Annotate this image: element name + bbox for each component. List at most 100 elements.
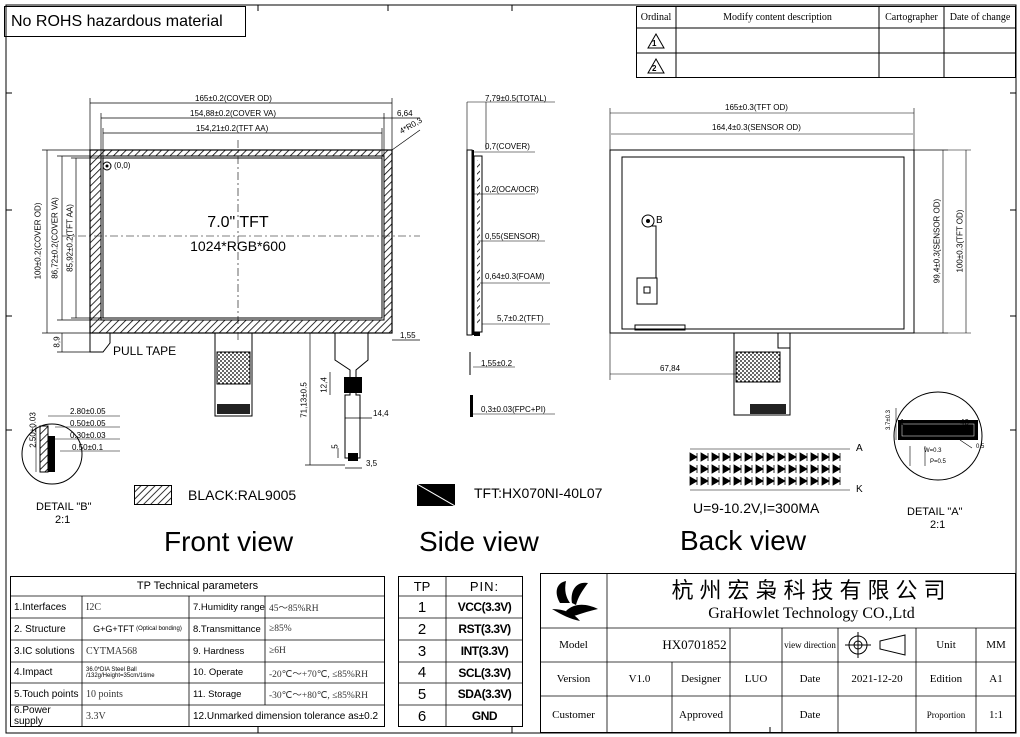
tp-param-value-2: ≥6H — [269, 646, 286, 656]
dim-tft-aa-w: 154,21±0.2(TFT AA) — [196, 124, 269, 133]
rev-header-description: Modify content description — [723, 11, 832, 23]
dim-cover-od-w: 165±0.2(COVER OD) — [195, 94, 272, 103]
tp-param-value: 10 points — [86, 688, 123, 700]
dim-right-gap: 6,64 — [397, 109, 413, 118]
tp-param-value-2: -20℃～+70℃, ≤85%RH — [269, 669, 368, 680]
date-value: 2021-12-20 — [851, 673, 903, 685]
side-dim-fpc-thick: 1,55±0.2 — [481, 359, 513, 368]
pin-number: 1 — [417, 598, 427, 616]
led-diode-icon — [711, 452, 720, 462]
led-diode-icon — [821, 452, 830, 462]
led-anode-label: A — [856, 443, 863, 454]
detail-a-dim-3: 40 — [960, 418, 969, 427]
tp-param-key: 2. Structure — [14, 623, 66, 635]
view-direction-label: view direction — [784, 639, 836, 650]
back-view-title: Back view — [680, 525, 807, 556]
legend-tft-swatch — [417, 484, 455, 506]
led-diode-icon — [744, 476, 753, 486]
led-diode-icon — [832, 464, 841, 474]
pin-number: 6 — [417, 707, 427, 725]
pin-name: SDA(3.3V) — [457, 687, 512, 701]
detail-a-dim-5: 0.5 — [976, 444, 985, 450]
detail-b-dim-3: 0.30±0.03 — [70, 431, 106, 440]
model-label: Model — [559, 639, 588, 651]
rohs-note: No ROHS hazardous material — [4, 6, 246, 37]
rev-header-date: Date of change — [949, 11, 1011, 23]
tp-param-value: 36.0*DIA Steel Ball/132g/Height=35cm/1ti… — [82, 662, 189, 683]
led-diode-icon — [722, 452, 731, 462]
tp-param-key-2: 9. Hardness — [193, 645, 245, 657]
legend-tft-label: TFT:HX070NI-40L07 — [474, 485, 603, 501]
detail-a-title: DETAIL "A" — [907, 506, 963, 518]
dim-cover-va-w: 154,88±0.2(COVER VA) — [190, 109, 277, 118]
tp-param-key-2: 11. Storage — [193, 688, 242, 700]
led-diode-icon — [777, 452, 786, 462]
detail-b-dim-1: 2.80±0.05 — [70, 407, 106, 416]
company-name-cn: 杭州宏枭科技有限公司 — [671, 578, 952, 603]
back-dim-sensor-od-w: 164,4±0.3(SENSOR OD) — [712, 123, 801, 132]
tp-param-key: 4.Impact — [14, 667, 53, 678]
tp-param-key: 6.Power supply — [14, 705, 51, 727]
led-diode-icon — [689, 476, 698, 486]
detail-b-title: DETAIL "B" — [36, 501, 92, 513]
title-block: 杭州宏枭科技有限公司 GraHowlet Technology CO.,Ltd … — [540, 573, 1016, 733]
led-diode-icon — [744, 452, 753, 462]
led-diode-icon — [766, 464, 775, 474]
led-diode-icon — [810, 464, 819, 474]
version-label: Version — [556, 673, 591, 685]
date2-label: Date — [799, 708, 821, 721]
company-name-en: GraHowlet Technology CO.,Ltd — [708, 605, 915, 622]
led-diode-icon — [689, 464, 698, 474]
tp-param-value: 3.3V — [86, 710, 106, 722]
side-dim-tft: 5,7±0.2(TFT) — [497, 314, 544, 323]
led-diode-icon — [700, 476, 709, 486]
tp-param-key-2: 8.Transmittance — [193, 623, 261, 635]
edition-label: Edition — [929, 673, 963, 685]
back-dim-offset: 67,84 — [660, 364, 681, 373]
led-diode-icon — [777, 464, 786, 474]
tp-param-key: 3.IC solutions — [14, 645, 75, 657]
tp-param-value: G+G+TFT(Optical bonding) — [82, 618, 189, 640]
rev-row-2-marker: 2 — [652, 64, 657, 73]
led-diode-icon — [799, 476, 808, 486]
front-resolution-label: 1024*RGB*600 — [190, 238, 286, 254]
led-diode-icon — [755, 476, 764, 486]
led-grid-drawing — [689, 452, 841, 486]
led-diode-icon — [689, 452, 698, 462]
pull-tape-label: PULL TAPE — [113, 344, 177, 358]
tp-param-key-2: 10. Operate — [193, 667, 244, 678]
back-dim-tft-od-w: 165±0.3(TFT OD) — [725, 103, 788, 112]
tp-params-title: TP Technical parameters — [136, 580, 259, 592]
pin-name: VCC(3.3V) — [457, 600, 512, 614]
edition-value: A1 — [989, 673, 1003, 685]
pin-header-pin: PIN: — [469, 578, 500, 594]
tp-param-value: CYTMA568 — [86, 645, 138, 657]
unit-label: Unit — [936, 639, 956, 651]
led-diode-icon — [799, 464, 808, 474]
pin-header-tp: TP — [413, 578, 431, 594]
front-size-label: 7.0" TFT — [207, 214, 269, 231]
side-dim-total: 7,79±0.5(TOTAL) — [485, 94, 547, 103]
dim-bottom-right: 1,55 — [400, 331, 416, 340]
led-diode-icon — [733, 452, 742, 462]
led-diode-icon — [766, 476, 775, 486]
detail-b-dim-2: 0.50±0.05 — [70, 419, 106, 428]
tp-param-key: 5.Touch points — [14, 688, 79, 700]
tp-param-value-main: 36.0*DIA Steel Ball — [86, 666, 137, 673]
detail-b-dim-4: 0.50±0.1 — [72, 443, 104, 452]
legend-black-label: BLACK:RAL9005 — [188, 487, 297, 503]
led-diode-icon — [832, 452, 841, 462]
front-view-title: Front view — [164, 526, 294, 557]
detail-b-drawing — [21, 415, 120, 485]
company-logo — [552, 581, 598, 621]
tp-param-key-2: 7.Humidity range — [193, 601, 265, 613]
rev-header-cartographer: Cartographer — [885, 11, 938, 23]
led-diode-icon — [755, 464, 764, 474]
led-diode-icon — [788, 476, 797, 486]
designer-value: LUO — [744, 673, 768, 685]
side-dim-fpc-pi: 0,3±0.03(FPC+PI) — [481, 405, 546, 414]
tp-param-value-2: ≥85% — [269, 624, 292, 634]
